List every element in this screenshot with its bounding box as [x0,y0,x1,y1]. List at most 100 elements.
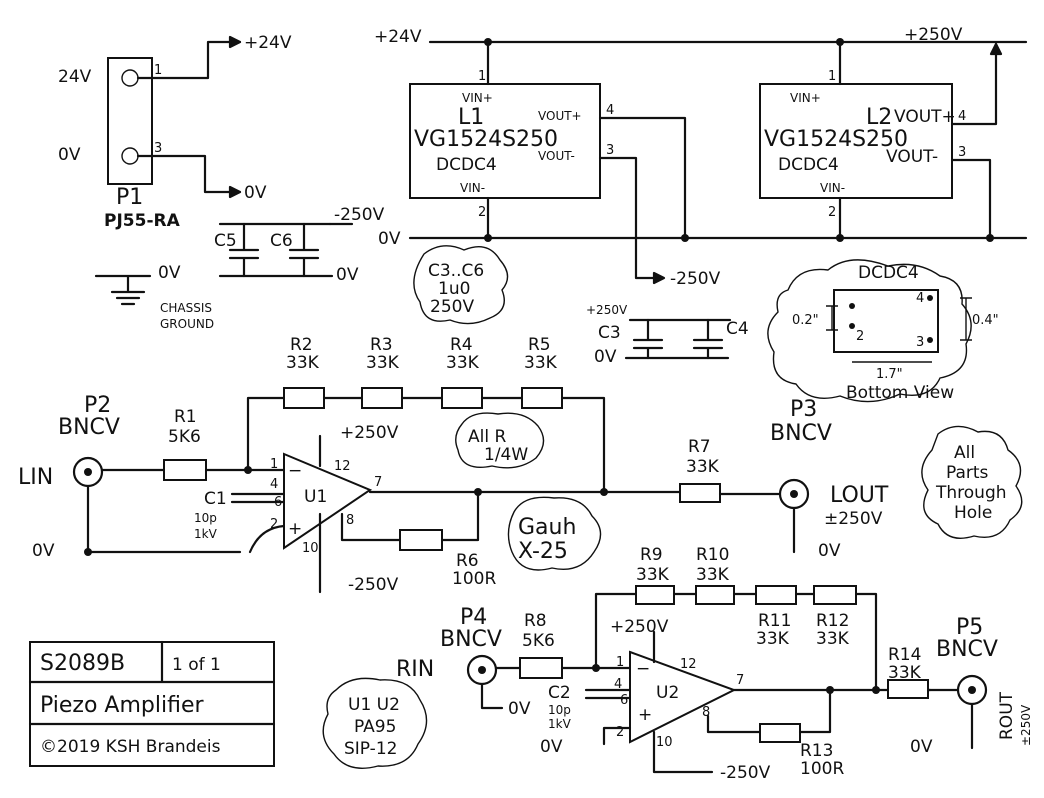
title-block-grid [28,640,276,726]
junction [84,548,92,556]
c3-label: C3 [598,323,621,343]
u1-pos-supply: +250V [340,423,399,443]
net-0v-label: 0V [244,183,267,203]
l2-part: VG1524S250 [764,127,908,152]
gauh-cloud [507,496,602,571]
c5c6-gnd-label: 0V [336,265,359,285]
l1-vout-plus: VOUT+ [538,109,582,123]
l2-vout-minus-wire [950,158,992,240]
r12-label: R12 [816,611,849,631]
r2-label: R2 [290,335,313,355]
u2-neg-supply: -250V [720,763,771,783]
u1-neg-supply: -250V [348,575,399,595]
label-24v-in: 24V [58,67,92,87]
l1-vout-plus-wire [598,116,687,240]
caps-c5-c6: C5 C6 -250V 0V [214,205,385,285]
u1-pin7: 7 [374,475,382,490]
wire-p1-24v [136,40,242,80]
r13-label: R13 [800,741,833,761]
l2-vout-minus: VOUT- [886,147,938,167]
r13-value: 100R [800,759,844,779]
u2-pin2: 2 [616,725,624,740]
l2-footprint: DCDC4 [778,155,839,175]
rail-24v-label: +24V [374,27,422,47]
p2-designator: P2 [84,393,111,418]
u1-pin1: 1 [270,457,278,472]
l2-vin-plus: VIN+ [790,91,821,105]
r4-body [441,387,483,409]
dcdc4-footprint-note: DCDC4 2 4 3 0.2" 0.4" 1.7" Bottom View [767,259,999,403]
l1-body [409,83,601,199]
p5-center [968,686,976,694]
sheet-number: 1 of 1 [172,655,221,675]
bottom-view-label: Bottom View [846,383,954,403]
label-0v-in: 0V [58,145,81,165]
wire-p1-0v [136,154,242,194]
p1-part-number: PJ55-RA [104,211,181,231]
r14-label: R14 [888,645,921,665]
footprint-cloud [767,259,972,403]
l2-body [759,83,953,199]
dim-02: 0.2" [792,313,819,328]
r3-label: R3 [370,335,393,355]
r11-body [755,585,797,605]
r2-value: 33K [286,353,320,373]
l2-designator: L2 [866,105,892,130]
r7-value: 33K [686,457,720,477]
u2-plus: + [638,705,652,725]
c3c4-pos-label: +250V [586,303,628,317]
r5-value: 33K [524,353,558,373]
c2-voltage: 1kV [548,717,572,731]
u2-pin4: 4 [614,677,622,692]
p1-pin-3-label: 3 [154,141,162,156]
wire-fb2-left [594,592,638,670]
u2-pin1: 1 [616,655,624,670]
fp-pin2 [849,323,855,329]
p5-designator: P5 [956,615,983,640]
wire-u2-pin8 [706,714,762,734]
junction [244,466,252,474]
l1-vin-plus: VIN+ [462,91,493,105]
r10-label: R10 [696,545,729,565]
r1-body [163,459,207,481]
r12-body [813,585,857,605]
lout-label: LOUT [830,483,889,508]
r4-value: 33K [446,353,480,373]
c2-symbol [584,688,632,700]
neg250-net-label: -250V [670,269,721,289]
r1-label: R1 [174,407,197,427]
title-block: S2089B 1 of 1 Piezo Amplifier ©2019 KSH … [28,640,276,767]
rout-gnd: 0V [910,737,933,757]
r11-value: 33K [756,629,790,649]
c1-symbol [230,492,286,504]
wire-fb-right [560,396,606,494]
r1-value: 5K6 [168,427,201,447]
u1-pin2: 2 [270,517,278,532]
dim-04-line [960,297,972,341]
u2-pos-supply: +250V [610,617,669,637]
r8-value: 5K6 [522,631,555,651]
l2-vout-plus-wire [950,42,998,126]
r5-label: R5 [528,335,551,355]
p3-type: BNCV [770,421,832,446]
rin-label: RIN [396,657,434,682]
l1-footprint: DCDC4 [436,155,497,175]
wire-p4-gnd [480,682,504,710]
arrow-pos250 [989,42,1003,56]
r12-value: 33K [816,629,850,649]
u1-minus: − [288,461,302,481]
caps-c3-c4: +250V C3 C4 0V [586,303,749,367]
footprint-outline [833,289,939,353]
junction [872,686,880,694]
fp-pin2-label: 2 [856,329,864,344]
p2-center [84,468,92,476]
p1-pin-1-label: 1 [154,63,162,78]
c5c6-neg-label: -250V [334,205,385,225]
u2-pin7: 7 [736,673,744,688]
r7-label: R7 [688,437,711,457]
rout-label: ROUT [997,691,1017,740]
wire-fb-left [246,396,286,472]
